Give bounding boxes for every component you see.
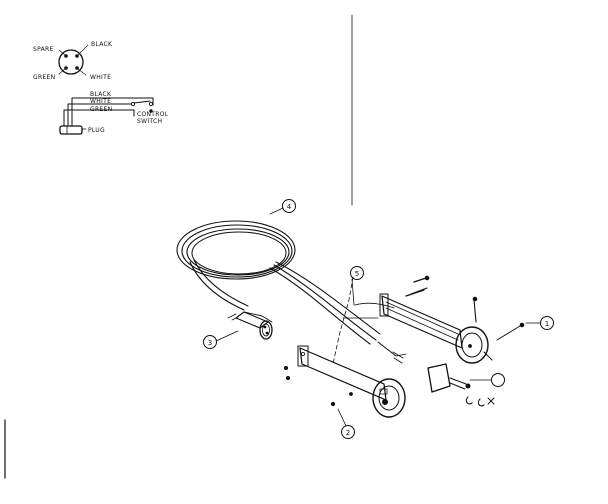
wiring-schematic: BLACK WHITE GREEN CONTROL SWITCH PLUG [59, 91, 169, 135]
svg-text:4: 4 [287, 203, 292, 211]
callout-2: 2 [337, 408, 355, 439]
pin-label-green: GREEN [33, 74, 55, 81]
callout-1: 1 [525, 316, 554, 330]
plug-symbol [59, 125, 83, 135]
pin-black [75, 54, 79, 58]
screw-set [405, 275, 525, 341]
wire-label-white: WHITE [90, 98, 111, 105]
svg-text:5: 5 [355, 270, 359, 278]
switch-label-switch: SWITCH [137, 118, 162, 125]
pin-green [64, 66, 68, 70]
switch-label-control: CONTROL [137, 111, 169, 118]
pin-spare [64, 54, 68, 58]
pin-label-spare: SPARE [33, 46, 54, 53]
sensor-housing-upper [379, 275, 525, 364]
coiled-cord [176, 220, 407, 364]
plug-connector [227, 311, 273, 340]
pin-label-white: WHITE [90, 74, 111, 81]
connector-pinout: SPARE BLACK GREEN WHITE [33, 41, 113, 81]
sensor-housing-lower [284, 345, 406, 418]
plug-label: PLUG [88, 127, 105, 134]
pin-white [75, 66, 79, 70]
svg-text:2: 2 [346, 429, 350, 437]
callout-3: 3 [203, 330, 239, 349]
wire-label-green: GREEN [90, 106, 112, 113]
control-switch-symbol [130, 100, 154, 113]
svg-text:3: 3 [208, 339, 212, 347]
callout-5: 5 [350, 266, 364, 306]
callout-4: 4 [269, 199, 296, 215]
callout-6 [469, 373, 505, 387]
switch-body [427, 363, 495, 407]
svg-text:1: 1 [545, 320, 549, 328]
pin-label-black: BLACK [91, 41, 113, 48]
routing-lines [332, 276, 395, 365]
wire-label-black: BLACK [90, 91, 112, 98]
connector-face [58, 49, 84, 75]
